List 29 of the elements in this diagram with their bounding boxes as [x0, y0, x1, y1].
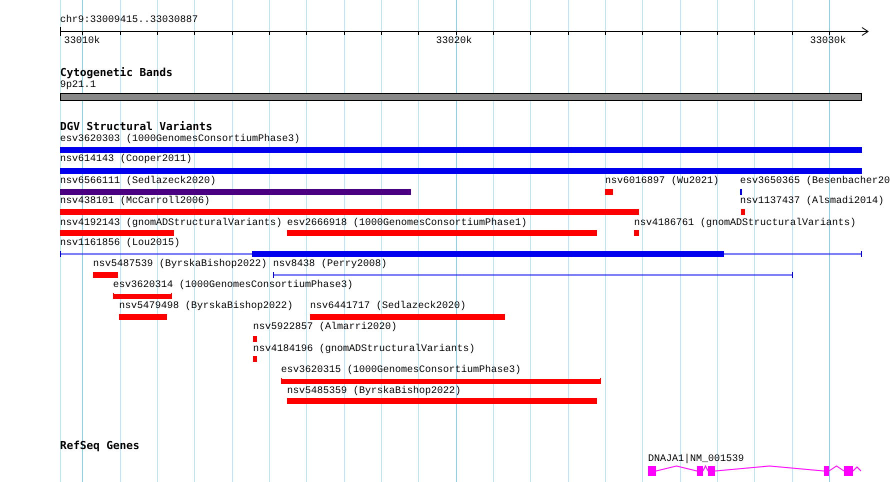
feature-label: nsv438101 (McCarroll2006): [60, 196, 210, 208]
feature-label: nsv4184196 (gnomADStructuralVariants): [253, 344, 476, 356]
feature-label: nsv5487539 (ByrskaBishop2022): [93, 259, 268, 271]
feature-label: nsv4186761 (gnomADStructuralVariants): [634, 218, 856, 230]
feature-label: nsv6441717 (Sedlazeck2020): [310, 301, 466, 313]
tick-label: 33020k: [436, 36, 472, 48]
feature-label: esv3620314 (1000GenomesConsortiumPhase3): [113, 280, 354, 292]
feature-label: nsv5485359 (ByrskaBishop2022): [287, 386, 462, 398]
track-heading: DGV Structural Variants: [60, 121, 212, 133]
feature-label: 9p21.1: [60, 80, 96, 92]
feature-label: nsv5479498 (ByrskaBishop2022): [119, 301, 294, 313]
feature-label: nsv5922857 (Almarri2020): [253, 322, 398, 334]
feature-label: esv3620303 (1000GenomesConsortiumPhase3): [60, 134, 300, 146]
feature-label: nsv6016897 (Wu2021): [605, 176, 720, 188]
feature-label: esv3620315 (1000GenomesConsortiumPhase3): [281, 365, 522, 377]
track-heading: Cytogenetic Bands: [60, 67, 173, 79]
feature-label: nsv1137437 (Alsmadi2014): [740, 196, 884, 208]
tick-label: 33030k: [810, 36, 846, 48]
feature-label: esv2666918 (1000GenomesConsortiumPhase1): [287, 218, 528, 230]
track-heading: RefSeq Genes: [60, 440, 140, 452]
feature-label: nsv1161856 (Lou2015): [60, 238, 180, 250]
tick-label: 33010k: [64, 36, 100, 48]
feature-label: nsv6566111 (Sedlazeck2020): [60, 176, 216, 188]
feature-label: nsv8438 (Perry2008): [273, 259, 388, 271]
feature-label: nsv614143 (Cooper2011): [60, 154, 192, 166]
feature-label: nsv4192143 (gnomADStructuralVariants): [60, 218, 282, 230]
feature-label: esv3650365 (Besenbacher20: [740, 176, 890, 188]
feature-label: DNAJA1|NM_001539: [648, 454, 744, 466]
coordinate-label: chr9:33009415..33030887: [60, 15, 198, 27]
